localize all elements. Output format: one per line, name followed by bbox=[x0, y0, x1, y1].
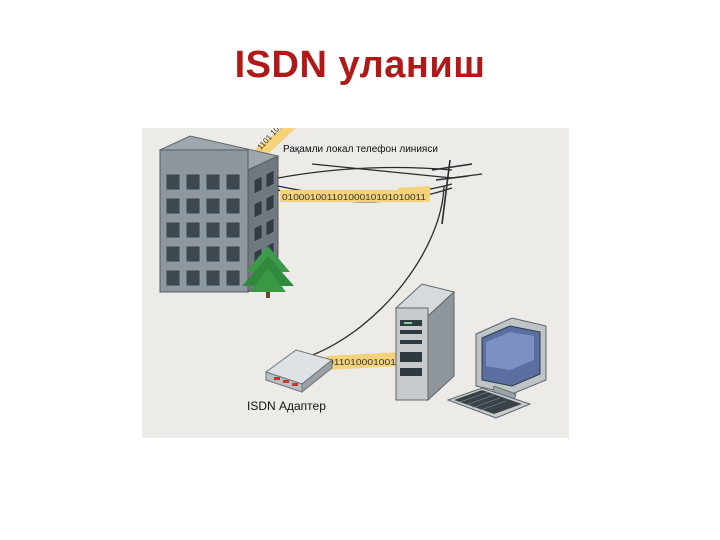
isdn-adapter-icon bbox=[266, 350, 332, 392]
line-bits-text: 01000100110100010101010011 bbox=[282, 192, 426, 202]
diagram-canvas: 1101 101 bbox=[142, 128, 569, 438]
isdn-diagram: 1101 101 bbox=[142, 128, 569, 438]
isdn-adapter-label: ISDN Адаптер bbox=[247, 399, 326, 413]
phone-line-label: Рақамли локал телефон линияси bbox=[283, 144, 438, 155]
monitor-icon bbox=[476, 318, 546, 400]
slide-title: ISDN уланиш bbox=[0, 44, 720, 87]
adapter-bits-text: 011010001001 bbox=[328, 357, 396, 367]
tower-pc-icon bbox=[396, 284, 454, 400]
line-bit-ribbon: 01000100110100010101010011 bbox=[280, 186, 430, 202]
adapter-bit-ribbon: 011010001001 bbox=[326, 352, 400, 370]
keyboard-icon bbox=[448, 388, 530, 418]
